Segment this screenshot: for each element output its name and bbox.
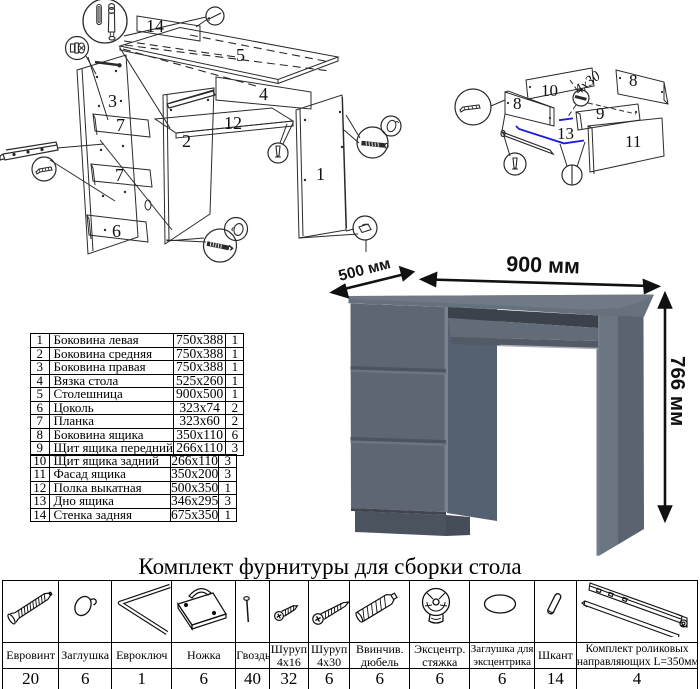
svg-text:7: 7 [116,115,125,135]
svg-text:12: 12 [224,113,242,133]
svg-text:13: 13 [557,124,574,143]
svg-text:10: 10 [541,81,558,100]
svg-text:8: 8 [513,94,522,113]
svg-text:3: 3 [108,91,117,111]
svg-text:900 мм: 900 мм [506,252,580,279]
svg-text:2: 2 [182,131,191,151]
svg-text:11: 11 [625,132,641,151]
svg-text:1: 1 [316,164,325,184]
svg-text:4: 4 [259,84,268,104]
svg-text:8: 8 [629,71,638,90]
svg-text:14: 14 [146,16,164,36]
svg-text:6: 6 [112,221,121,241]
svg-text:5: 5 [236,45,245,65]
svg-text:9: 9 [596,104,605,123]
svg-text:766 мм: 766 мм [666,356,689,426]
svg-text:7: 7 [115,165,124,185]
